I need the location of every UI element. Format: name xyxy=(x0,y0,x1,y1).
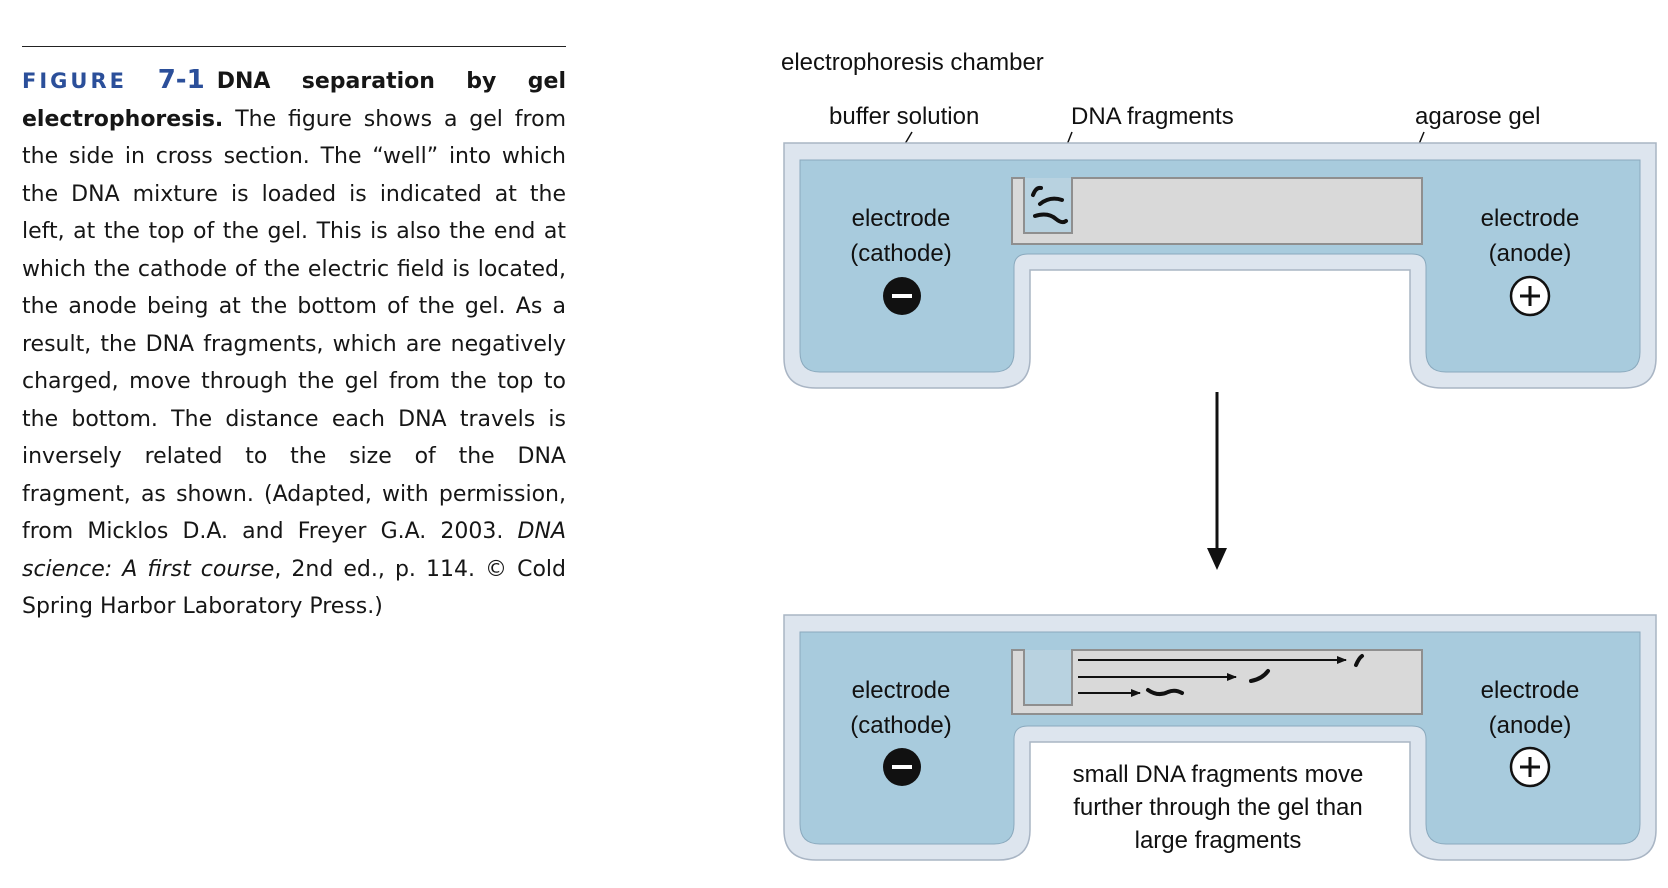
dna-fragment-large xyxy=(1146,688,1184,697)
dna-fragment-top-1 xyxy=(1031,185,1043,197)
dna-fragment-top-2 xyxy=(1038,196,1064,206)
dna-fragment-top-3 xyxy=(1033,212,1068,225)
chamber-bottom: electrode (cathode) electrode (anode) sm… xyxy=(783,614,1657,861)
dna-fragments-label: DNA fragments xyxy=(1071,103,1234,130)
chamber-label: electrophoresis chamber xyxy=(781,49,1044,76)
cathode-electrode-word-bottom: electrode xyxy=(852,677,951,704)
caption-title: DNA separation by gel electrophoresis. xyxy=(22,69,566,132)
anode-electrode-word-bottom: electrode xyxy=(1481,677,1580,704)
caption-book-title: DNA science: A first course xyxy=(22,519,566,582)
figure-number: 7-1 xyxy=(157,65,205,95)
cathode-electrode-word-top: electrode xyxy=(852,205,951,232)
buffer-solution-top xyxy=(799,159,1641,373)
dna-fragment-small xyxy=(1354,654,1364,667)
agarose-gel-top xyxy=(1011,177,1423,245)
well-bottom xyxy=(1023,650,1073,706)
cathode-label-top: (cathode) xyxy=(850,240,951,267)
agarose-gel-label: agarose gel xyxy=(1415,103,1540,130)
result-text-line-2: further through the gel than xyxy=(1073,794,1363,821)
process-arrow-head xyxy=(1207,548,1227,570)
cathode-label-bottom: (cathode) xyxy=(850,712,951,739)
anode-electrode-word-top: electrode xyxy=(1481,205,1580,232)
result-text-line-3: large fragments xyxy=(1135,827,1302,854)
buffer-solution-bottom xyxy=(799,631,1641,845)
caption-top-rule xyxy=(22,46,566,47)
result-text-line-1: small DNA fragments move xyxy=(1073,761,1364,788)
figure-label: FIGURE xyxy=(22,69,127,93)
caption-body: The figure shows a gel from the side in … xyxy=(22,106,566,545)
caption-body-end: , 2nd ed., p. 114. © Cold Spring Harbor … xyxy=(22,556,566,620)
anode-label-bottom: (anode) xyxy=(1489,712,1572,739)
buffer-solution-label: buffer solution xyxy=(829,103,979,130)
anode-label-top: (anode) xyxy=(1489,240,1572,267)
dna-fragment-medium xyxy=(1249,669,1270,683)
well-top xyxy=(1023,178,1073,234)
chamber-top: electrode (cathode) electrode (anode) xyxy=(783,142,1657,389)
